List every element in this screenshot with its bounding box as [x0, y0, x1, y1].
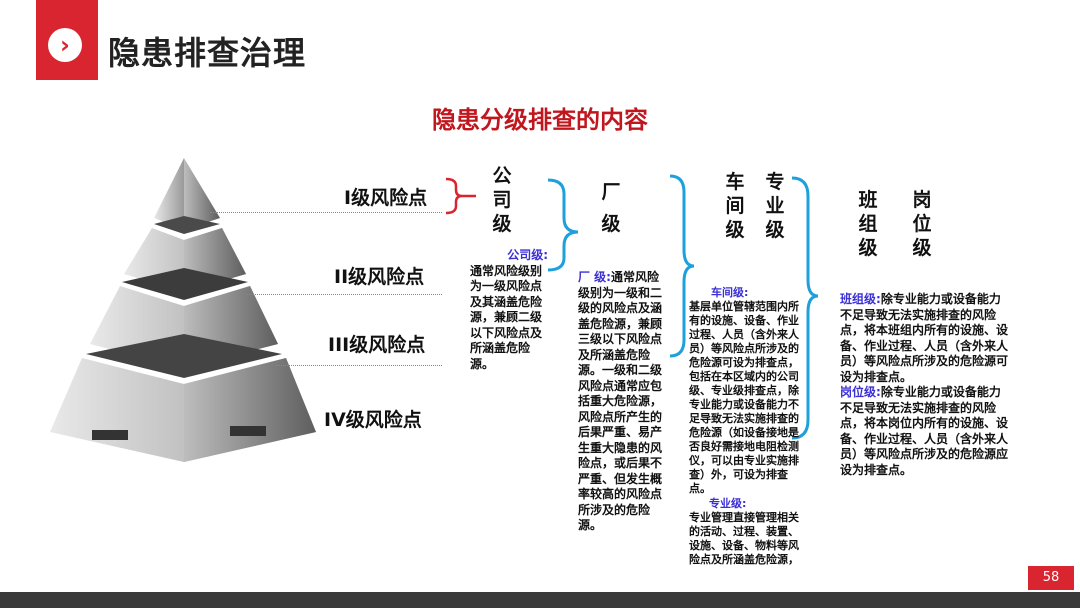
blue-bracket-3: [791, 176, 819, 440]
level-label-1: I级风险点: [344, 187, 428, 209]
red-bracket: [445, 177, 463, 215]
chevron-right-icon: ›: [48, 28, 82, 62]
blue-bracket-2: [669, 174, 695, 358]
column-team: 班组级: [858, 189, 878, 259]
level-label-2: II级风险点: [334, 266, 425, 288]
blue-bracket-1: [547, 178, 579, 272]
desc-company: 公司级: 通常风险级别为一级风险点及其涵盖危险源，兼顾二级以下风险点及所涵盖危险…: [470, 248, 548, 371]
dotted-leader-1: [210, 212, 442, 213]
page-number: 58: [1028, 566, 1074, 590]
level-label-4: IV级风险点: [324, 409, 422, 431]
page-title: 隐患排查治理: [108, 34, 307, 72]
dotted-leader-2: [246, 294, 442, 295]
section-subtitle: 隐患分级排查的内容: [432, 106, 648, 134]
column-factory: 厂级: [601, 181, 621, 235]
desc-factory: 厂 级:通常风险级别为一级和二级的风险点及涵盖危险源，兼顾三级以下风险点及所涵盖…: [578, 270, 663, 532]
pyramid-tier-1: [154, 158, 184, 230]
column-company: 公司级: [492, 165, 512, 235]
desc-workshop: 车间级: 基层单位管辖范围内所有的设施、设备、作业过程、人员（含外来人员）等风险…: [689, 286, 799, 566]
column-specialty: 专业级: [765, 171, 785, 241]
desc-team-post: 班组级:除专业能力或设备能力不足导致无法实施排查的风险点，将本班组内所有的设施、…: [840, 292, 1009, 477]
column-workshop: 车间级: [725, 171, 745, 241]
risk-pyramid: [50, 158, 316, 462]
column-post: 岗位级: [912, 189, 932, 259]
level-label-3: III级风险点: [328, 334, 426, 356]
footer-bar: [0, 592, 1080, 608]
dotted-leader-3: [276, 365, 442, 366]
